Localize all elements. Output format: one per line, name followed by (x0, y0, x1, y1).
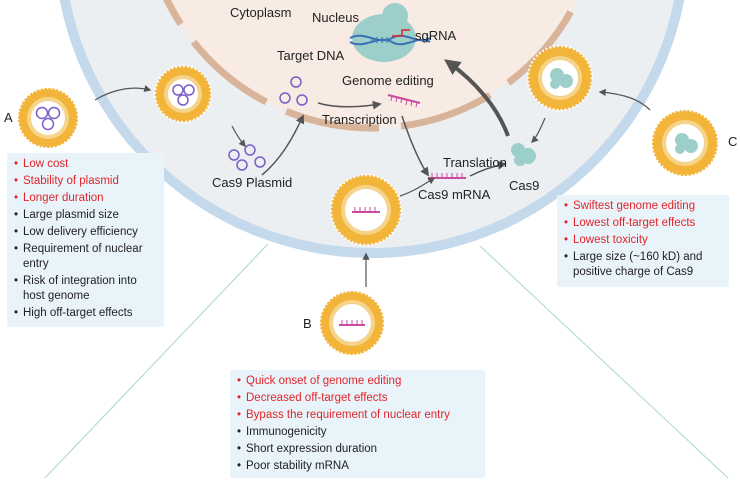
limitation-item: Short expression duration (237, 442, 478, 457)
label-cas9-mrna: Cas9 mRNA (418, 187, 491, 202)
route-b-list: Quick onset of genome editingDecreased o… (237, 374, 478, 474)
arrow-plasmid-to-nucleus (261, 114, 305, 176)
arrow-c-release (530, 117, 546, 144)
limitation-item: Requirement of nuclear entry (14, 242, 157, 272)
nucleus (167, 0, 577, 128)
route-c-list: Swiftest genome editingLowest off-target… (564, 199, 722, 280)
lnp-b-outside (318, 289, 386, 357)
advantage-item: Swiftest genome editing (564, 199, 722, 214)
limitation-item: Immunogenicity (237, 425, 478, 440)
cas9-protein (511, 143, 536, 166)
label-transcription: Transcription (322, 112, 397, 127)
nuclear-envelope (163, 0, 581, 132)
transcription-arrow (317, 100, 382, 110)
advantage-item: Longer duration (14, 191, 157, 206)
advantage-item: Decreased off-target effects (237, 391, 478, 406)
zoom-line-right (479, 245, 729, 479)
label-cas9: Cas9 (509, 178, 540, 193)
arrow-b-release (399, 177, 436, 197)
callout-route-c: Swiftest genome editingLowest off-target… (557, 195, 729, 287)
label-genome-editing: Genome editing (342, 73, 434, 88)
advantage-item: Quick onset of genome editing (237, 374, 478, 389)
nuclear-mrna (387, 94, 421, 108)
arrow-a-entry (94, 85, 152, 101)
advantage-item: Low cost (14, 157, 157, 172)
callout-route-b: Quick onset of genome editingDecreased o… (230, 370, 485, 478)
advantage-item: Lowest toxicity (564, 233, 722, 248)
callout-route-a: Low costStability of plasmidLonger durat… (7, 153, 164, 327)
lnp-c-outside (650, 108, 720, 178)
label-cytoplasm: Cytoplasm (230, 5, 292, 20)
label-route-b: B (303, 316, 312, 331)
limitation-item: Risk of integration into host genome (14, 274, 157, 304)
lnp-a-outside (16, 86, 80, 150)
limitation-item: Large plasmid size (14, 208, 157, 223)
label-translation: Translation (443, 155, 507, 170)
route-a-list: Low costStability of plasmidLonger durat… (14, 157, 157, 321)
label-target-dna: Target DNA (277, 48, 345, 63)
label-route-c: C (728, 134, 738, 149)
lnp-c-inside (526, 44, 594, 112)
limitation-item: Large size (~160 kD) and positive charge… (564, 250, 722, 280)
limitation-item: High off-target effects (14, 306, 157, 321)
lnp-b-inside (329, 173, 403, 247)
arrow-translation (469, 160, 507, 177)
advantage-item: Lowest off-target effects (564, 216, 722, 231)
label-sgrna: sgRNA (415, 28, 457, 43)
nuclear-plasmids (279, 76, 308, 106)
arrow-c-entry (598, 88, 651, 111)
advantage-item: Bypass the requirement of nuclear entry (237, 408, 478, 423)
zoom-line-left (44, 243, 269, 479)
cas9-sgrna-dna-complex (349, 3, 431, 62)
limitation-item: Poor stability mRNA (237, 459, 478, 474)
lnp-a-inside (153, 64, 213, 124)
label-nucleus: Nucleus (312, 10, 359, 25)
arrow-mrna-export (401, 115, 429, 177)
cas9-plasmids (228, 144, 266, 171)
advantage-item: Stability of plasmid (14, 174, 157, 189)
limitation-item: Low delivery efficiency (14, 225, 157, 240)
arrow-a-release (231, 125, 246, 148)
genome-editing-arrow (444, 59, 510, 137)
label-cas9-plasmid: Cas9 Plasmid (212, 175, 293, 190)
label-route-a: A (4, 110, 13, 125)
